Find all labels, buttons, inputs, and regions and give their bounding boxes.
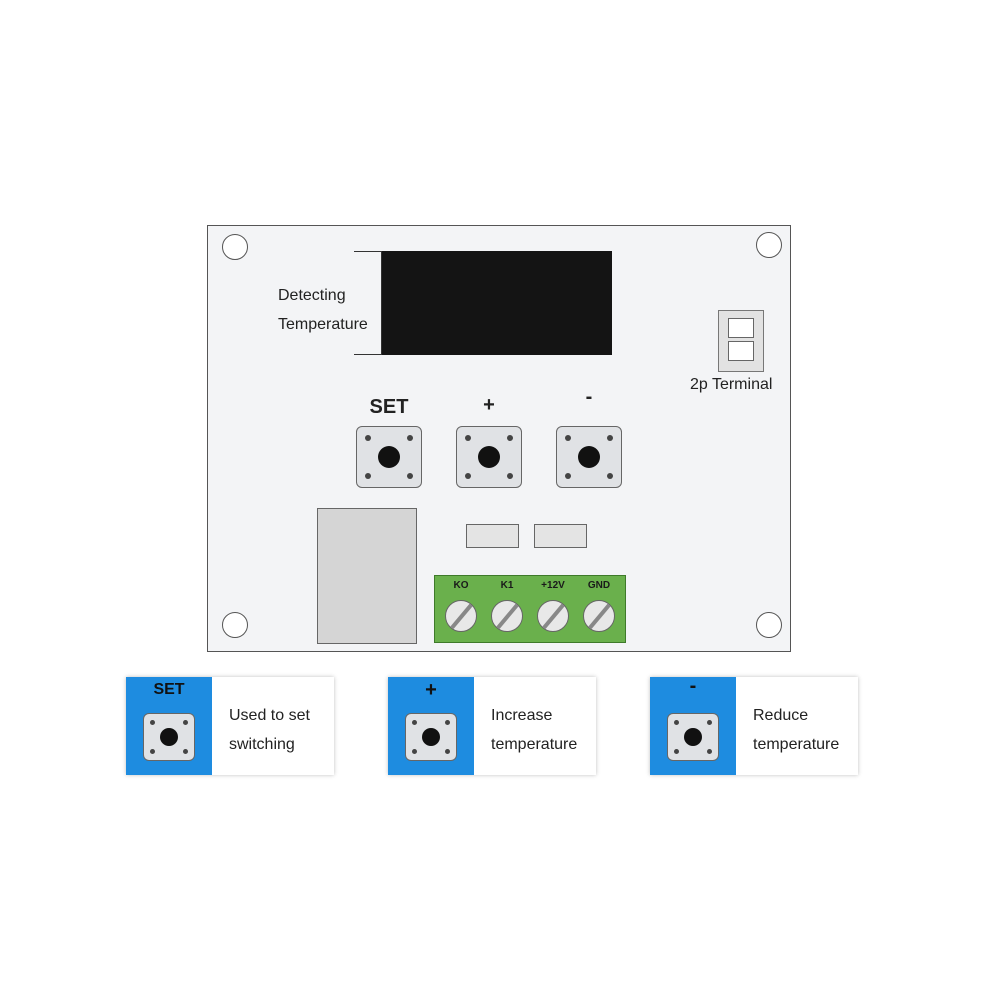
- legend-set: SET Used to set switching: [126, 677, 334, 775]
- controller-board: Detecting Temperature 2p Terminal SET + …: [207, 225, 791, 652]
- mount-hole-top-right: [756, 232, 782, 258]
- screw-12v: [537, 600, 569, 632]
- minus-button[interactable]: [556, 426, 622, 488]
- screw-gnd: [583, 600, 615, 632]
- set-button-label: SET: [369, 396, 409, 418]
- mount-hole-bottom-left: [222, 612, 248, 638]
- plus-button-label: +: [483, 394, 495, 416]
- mount-hole-top-left: [222, 234, 248, 260]
- terminal-block: KO K1 +12V GND: [434, 575, 626, 643]
- terminal-label-gnd: GND: [587, 580, 611, 591]
- screw-ko: [445, 600, 477, 632]
- smd-component-1: [466, 524, 519, 548]
- relay: [317, 508, 417, 644]
- legend-plus-button-icon: [405, 713, 457, 761]
- set-button[interactable]: [356, 426, 422, 488]
- legend-set-key: SET: [153, 681, 185, 698]
- terminal-label-k1: K1: [500, 580, 514, 591]
- legend-set-description: Used to set switching: [229, 707, 310, 753]
- legend-plus: + Increase temperature: [388, 677, 596, 775]
- legend-plus-key: +: [425, 679, 437, 701]
- mount-hole-bottom-right: [756, 612, 782, 638]
- legend-minus-description: Reduce temperature: [753, 707, 840, 753]
- screw-k1: [491, 600, 523, 632]
- plus-button[interactable]: [456, 426, 522, 488]
- 2p-terminal: [718, 310, 764, 372]
- minus-button-label: -: [585, 386, 593, 408]
- legend-minus-key: -: [689, 675, 697, 697]
- legend-minus: - Reduce temperature: [650, 675, 858, 775]
- detecting-temperature-label: Detecting Temperature: [278, 287, 368, 333]
- legend-set-button-icon: [143, 713, 195, 761]
- led-display: [382, 251, 612, 355]
- display-bracket: [354, 251, 382, 355]
- terminal-label-12v: +12V: [541, 580, 565, 591]
- terminal-label: 2p Terminal: [690, 376, 773, 393]
- smd-component-2: [534, 524, 587, 548]
- legend-minus-button-icon: [667, 713, 719, 761]
- legend-plus-description: Increase temperature: [491, 707, 578, 753]
- terminal-label-ko: KO: [453, 580, 469, 591]
